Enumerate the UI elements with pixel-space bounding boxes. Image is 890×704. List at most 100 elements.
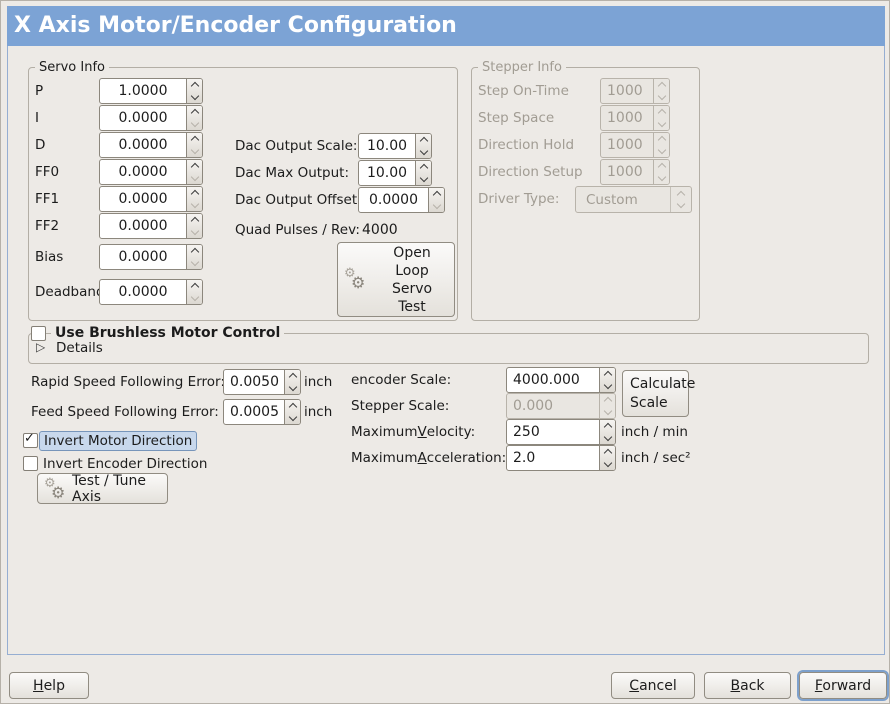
d-spinbox[interactable]: 0.0000: [99, 132, 203, 158]
spin-up-button[interactable]: [187, 187, 202, 199]
maximum-velocity-spinbox[interactable]: 250: [506, 419, 616, 445]
stepper-scale-label: Stepper Scale:: [351, 398, 450, 414]
spin-down-button[interactable]: [187, 292, 202, 304]
i-label: I: [35, 110, 39, 126]
spin-up-button[interactable]: [429, 188, 444, 200]
invert-motor-checkbox[interactable]: ✓: [23, 432, 38, 448]
direction-hold-value: 1000: [607, 137, 643, 153]
spin-down-button[interactable]: [416, 146, 431, 158]
back-button[interactable]: Back: [704, 672, 791, 699]
p-spinbox[interactable]: 1.0000: [99, 78, 203, 104]
d-value[interactable]: 0.0000: [118, 137, 168, 153]
dac-output-scale-spinbox[interactable]: 10.00: [358, 133, 432, 159]
direction-setup-label: Direction Setup: [478, 164, 583, 180]
spin-up-button[interactable]: [600, 420, 615, 432]
spin-down-button[interactable]: [187, 257, 202, 269]
velocity-unit-label: inch / min: [621, 424, 688, 440]
spin-down-button[interactable]: [187, 172, 202, 184]
bias-spinbox[interactable]: 0.0000: [99, 244, 203, 270]
deadband-steppers: [186, 280, 202, 304]
encoder-scale-value[interactable]: 4000.000: [513, 372, 580, 388]
invert-encoder-checkbox[interactable]: [23, 456, 38, 471]
dac-max-output-spinbox[interactable]: 10.00: [358, 160, 432, 186]
spin-down-button: [654, 172, 669, 184]
use-brushless-checkbox[interactable]: [31, 326, 46, 341]
dac-max-output-value[interactable]: 10.00: [366, 165, 408, 181]
forward-label: Forward: [814, 677, 872, 694]
ff0-value[interactable]: 0.0000: [118, 164, 168, 180]
spin-down-button[interactable]: [600, 432, 615, 444]
ff1-label: FF1: [35, 191, 60, 207]
i-value[interactable]: 0.0000: [118, 110, 168, 126]
ff1-value[interactable]: 0.0000: [118, 191, 168, 207]
use-brushless-label[interactable]: Use Brushless Motor Control: [51, 325, 285, 342]
dac-output-scale-value[interactable]: 10.00: [366, 138, 408, 154]
spin-down-button[interactable]: [285, 382, 300, 394]
brushless-frame: Use Brushless Motor Control ▷ Details: [28, 325, 869, 364]
open-loop-servo-test-button[interactable]: ⚙ ⚙ Open Loop Servo Test: [337, 242, 455, 317]
spin-up-button[interactable]: [187, 160, 202, 172]
maximum-acceleration-value[interactable]: 2.0: [513, 450, 536, 466]
spin-down-button[interactable]: [429, 200, 444, 212]
spin-down-button[interactable]: [187, 226, 202, 238]
stepper-scale-spinbox: 0.000: [506, 393, 616, 419]
feed-following-error-value[interactable]: 0.0005: [230, 404, 279, 420]
spin-up-button[interactable]: [416, 161, 431, 173]
spin-down-button[interactable]: [187, 199, 202, 211]
step-on-time-label: Step On-Time: [478, 83, 569, 99]
spin-up-button[interactable]: [187, 106, 202, 118]
invert-encoder-direction-label[interactable]: Invert Encoder Direction: [43, 456, 208, 472]
spin-up-button[interactable]: [187, 214, 202, 226]
spin-down-button[interactable]: [187, 145, 202, 157]
calculate-scale-button[interactable]: Calculate Scale: [622, 370, 695, 417]
spin-up-button[interactable]: [285, 370, 300, 382]
ff2-value[interactable]: 0.0000: [118, 218, 168, 234]
spin-down-button[interactable]: [600, 380, 615, 392]
direction-hold-label: Direction Hold: [478, 137, 575, 153]
ff0-spinbox[interactable]: 0.0000: [99, 159, 203, 185]
deadband-value[interactable]: 0.0000: [118, 284, 168, 300]
open-loop-button-label: Open Loop Servo Test: [391, 244, 433, 315]
dac-output-offset-value[interactable]: 0.0000: [369, 192, 418, 208]
spin-up-button[interactable]: [285, 400, 300, 412]
cancel-label: Cancel: [629, 677, 677, 694]
dac-output-offset-spinbox[interactable]: 0.0000: [358, 187, 445, 213]
spin-up-button[interactable]: [187, 280, 202, 292]
steppers: [284, 400, 300, 424]
spin-up-button[interactable]: [187, 79, 202, 91]
spin-down-button[interactable]: [285, 412, 300, 424]
forward-button[interactable]: Forward: [799, 672, 887, 699]
i-spinbox[interactable]: 0.0000: [99, 105, 203, 131]
rapid-following-error-spinbox[interactable]: 0.0050: [223, 369, 301, 395]
expander-icon[interactable]: ▷: [36, 340, 46, 354]
encoder-scale-spinbox[interactable]: 4000.000: [506, 367, 616, 393]
spin-up-button[interactable]: [600, 368, 615, 380]
spin-down-button[interactable]: [416, 173, 431, 185]
bias-value[interactable]: 0.0000: [118, 249, 168, 265]
spin-up-button[interactable]: [187, 245, 202, 257]
title-bar: X Axis Motor/Encoder Configuration: [7, 6, 885, 46]
spin-up-button[interactable]: [600, 446, 615, 458]
ff2-spinbox[interactable]: 0.0000: [99, 213, 203, 239]
step-on-time-value: 1000: [607, 83, 643, 99]
invert-motor-direction-label[interactable]: Invert Motor Direction: [39, 431, 198, 451]
spin-down-button[interactable]: [187, 118, 202, 130]
step-space-spinbox: 1000: [600, 105, 670, 131]
gears-icon: ⚙ ⚙: [344, 265, 366, 292]
ff1-steppers: [186, 187, 202, 211]
test-tune-axis-button[interactable]: ⚙ ⚙ Test / Tune Axis: [37, 473, 168, 505]
feed-following-error-spinbox[interactable]: 0.0005: [223, 399, 301, 425]
ff1-spinbox[interactable]: 0.0000: [99, 186, 203, 212]
spin-up-button[interactable]: [187, 133, 202, 145]
spin-down-button[interactable]: [600, 458, 615, 470]
rapid-following-error-value[interactable]: 0.0050: [230, 374, 279, 390]
cancel-button[interactable]: Cancel: [611, 672, 695, 699]
spin-down-button[interactable]: [187, 91, 202, 103]
maximum-velocity-value[interactable]: 250: [513, 424, 540, 440]
deadband-spinbox[interactable]: 0.0000: [99, 279, 203, 305]
p-value[interactable]: 1.0000: [118, 83, 168, 99]
help-button[interactable]: Help: [9, 672, 89, 699]
maximum-acceleration-spinbox[interactable]: 2.0: [506, 445, 616, 471]
spin-up-button[interactable]: [416, 134, 431, 146]
details-expander-label[interactable]: Details: [56, 340, 103, 356]
